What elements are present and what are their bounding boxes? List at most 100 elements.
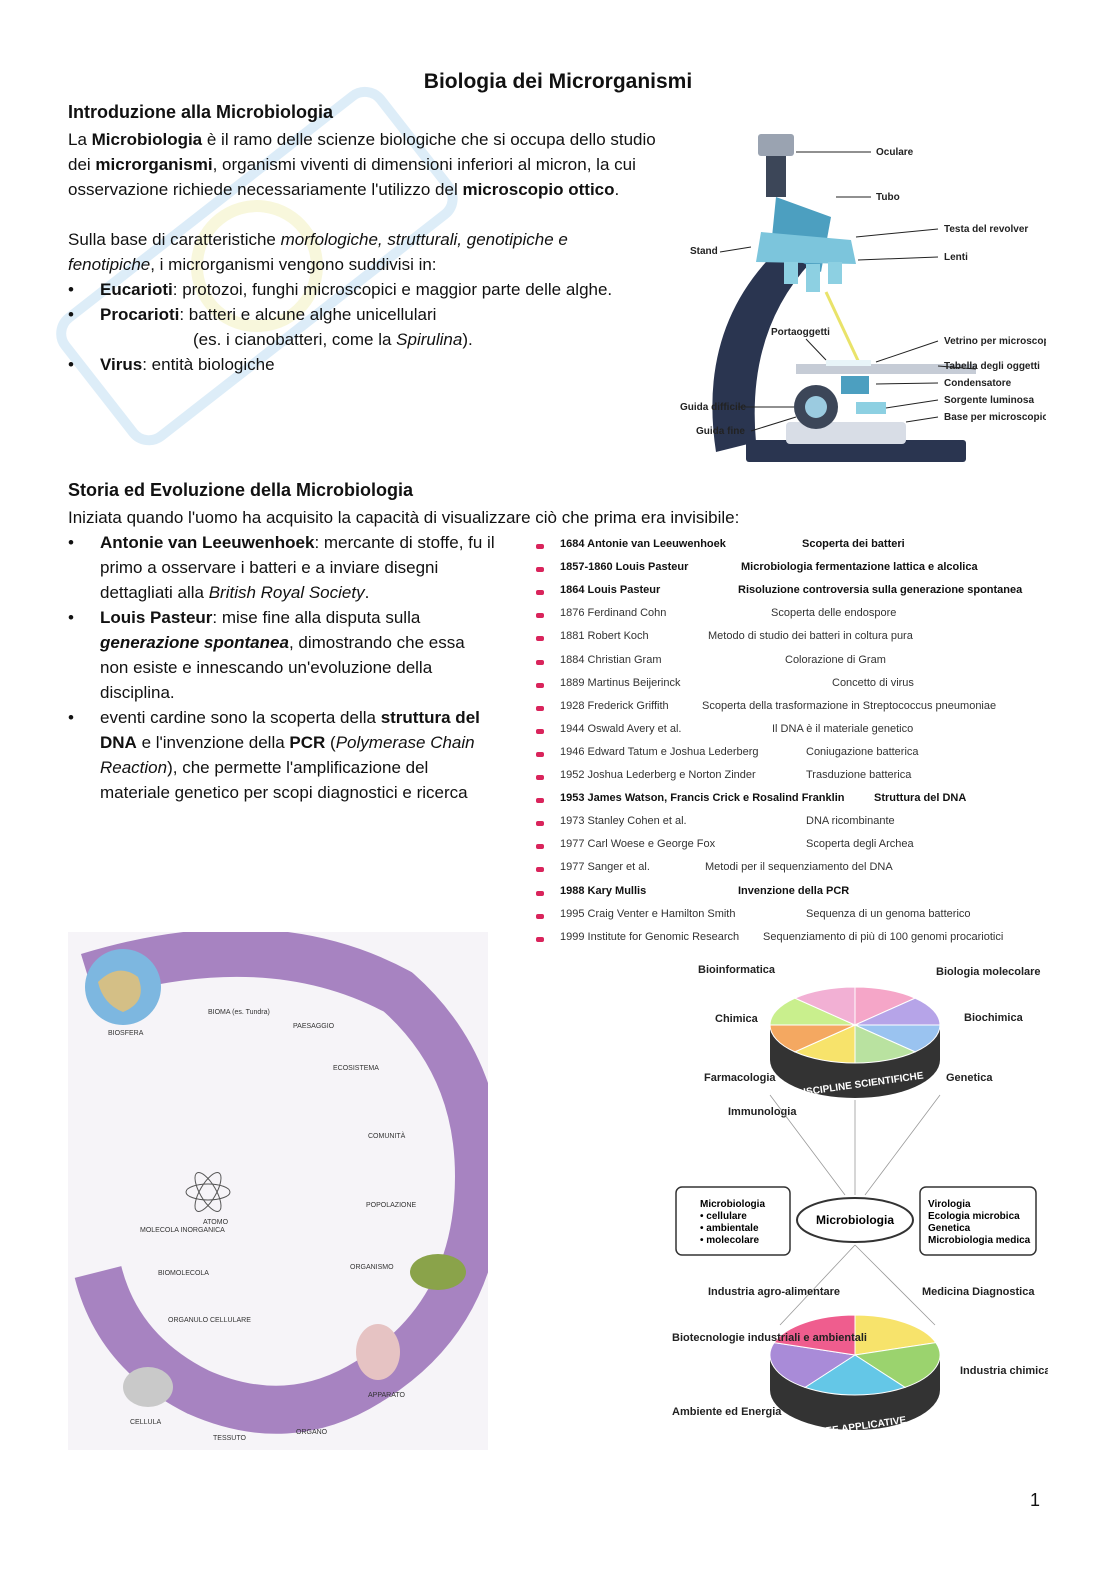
left-box-line: Microbiologia xyxy=(700,1199,765,1210)
frog-icon xyxy=(410,1254,466,1290)
timeline-who: 1977 Sanger et al. xyxy=(560,861,650,874)
history-list: Antonie van Leeuwenhoek: mercante di sto… xyxy=(66,530,496,805)
level-organulo: ORGANULO CELLULARE xyxy=(168,1317,251,1324)
timeline-who: 1999 Institute for Genomic Research xyxy=(560,930,740,943)
label-oculare: Oculare xyxy=(876,147,914,158)
top-pie xyxy=(769,986,941,1098)
bullet-icon xyxy=(536,613,544,619)
timeline-what: Coniugazione batterica xyxy=(806,745,919,758)
timeline-what: Il DNA è il materiale genetico xyxy=(772,722,914,735)
application-medicina: Medicina Diagnostica xyxy=(922,1286,1035,1298)
timeline-who: 1881 Robert Koch xyxy=(560,630,649,643)
microorganism-list: Eucarioti: protozoi, funghi microscopici… xyxy=(66,277,686,377)
level-paesaggio: PAESAGGIO xyxy=(293,1023,335,1030)
timeline-what: Risoluzione controversia sulla generazio… xyxy=(738,584,1023,597)
bullet-icon xyxy=(536,567,544,573)
right-box-line: Virologia xyxy=(928,1199,971,1210)
timeline-who: 1988 Kary Mullis xyxy=(560,884,647,897)
label-tubo: Tubo xyxy=(876,192,900,203)
label-sorgente: Sorgente luminosa xyxy=(944,395,1034,406)
cell-icon xyxy=(123,1367,173,1407)
level-molecola-inorganica: MOLECOLA INORGANICA xyxy=(140,1227,225,1234)
right-box xyxy=(919,1186,1037,1256)
timeline-what: Trasduzione batterica xyxy=(806,769,912,781)
bullet-icon xyxy=(536,728,544,734)
level-biomolecola: BIOMOLECOLA xyxy=(158,1270,209,1277)
timeline-who: 1952 Joshua Lederberg e Norton Zinder xyxy=(560,769,756,781)
label-guida-fine: Guida fine xyxy=(696,426,745,437)
timeline-what: Colorazione di Gram xyxy=(785,653,886,666)
bullet-icon xyxy=(536,590,544,596)
timeline-what: Scoperta degli Archea xyxy=(806,838,914,851)
timeline-what: Struttura del DNA xyxy=(874,792,967,805)
page-number: 1 xyxy=(1029,1490,1040,1510)
application-industria-chimica: Industria chimica xyxy=(960,1365,1048,1377)
bullet-icon xyxy=(536,705,544,711)
level-tessuto: TESSUTO xyxy=(213,1435,246,1442)
microscope-diagram: Oculare Tubo Testa del revolver Lenti St… xyxy=(680,134,1046,462)
pie-slice xyxy=(854,986,917,1026)
level-biosfera: BIOSFERA xyxy=(108,1030,144,1037)
timeline-who: 1928 Frederick Griffith xyxy=(560,699,669,712)
timeline-who: 1876 Ferdinand Cohn xyxy=(560,607,667,620)
lungs-icon xyxy=(356,1324,400,1380)
discipline-biologia-molecolare: Biologia molecolare xyxy=(936,966,1041,978)
pie-slice xyxy=(773,1314,856,1356)
level-comunita: COMUNITÀ xyxy=(368,1131,406,1140)
microbiologia-center-label: Microbiologia xyxy=(816,1213,894,1227)
history-intro: Iniziata quando l'uomo ha acquisito la c… xyxy=(68,508,740,527)
label-tabella: Tabella degli oggetti xyxy=(944,361,1040,372)
bullet-icon xyxy=(536,798,544,804)
atom-icon xyxy=(185,1172,231,1212)
label-vetrino: Vetrino per microscopio xyxy=(944,336,1046,347)
timeline-what: Scoperta della trasformazione in Strepto… xyxy=(702,699,997,712)
list-item: Antonie van Leeuwenhoek: mercante di sto… xyxy=(66,530,496,605)
list-item: Louis Pasteur: mise fine alla disputa su… xyxy=(66,605,496,705)
timeline-who: 1995 Craig Venter e Hamilton Smith xyxy=(560,907,736,920)
bullet-icon xyxy=(536,544,544,549)
discipline-chimica: Chimica xyxy=(715,1013,759,1025)
left-box-line: • cellulare xyxy=(700,1211,747,1222)
pie-slice xyxy=(803,1354,907,1396)
label-base: Base per microscopio xyxy=(944,412,1046,423)
right-box-line: Microbiologia medica xyxy=(928,1235,1031,1246)
microscope-illustration xyxy=(712,134,976,462)
right-box-line: Genetica xyxy=(928,1223,971,1234)
timeline-who: 1864 Louis Pasteur xyxy=(560,584,661,597)
bottom-pie xyxy=(769,1314,941,1430)
intro-paragraph-2: Sulla base di caratteristiche morfologic… xyxy=(68,230,568,274)
bullet-icon xyxy=(536,844,544,850)
disciplines-diagram: DISCIPLINE SCIENTIFICHE Bioinformatica B… xyxy=(672,964,1048,1439)
timeline-who: 1946 Edward Tatum e Joshua Lederberg xyxy=(560,745,759,758)
discipline-farmacologia: Farmacologia xyxy=(704,1072,776,1084)
application-ambiente-energia: Ambiente ed Energia xyxy=(672,1406,782,1418)
timeline-who: 1977 Carl Woese e George Fox xyxy=(560,838,716,851)
list-item: eventi cardine sono la scoperta della st… xyxy=(66,705,496,805)
level-cellula: CELLULA xyxy=(130,1419,161,1426)
list-item: Procarioti: batteri e alcune alghe unice… xyxy=(66,302,686,352)
left-box-line: • ambientale xyxy=(700,1223,759,1234)
timeline-what: Sequenziamento di più di 100 genomi proc… xyxy=(763,930,1004,943)
pie-slice xyxy=(853,1342,941,1388)
right-box-line: Ecologia microbica xyxy=(928,1211,1020,1222)
pie-slice xyxy=(854,1024,941,1053)
timeline-who: 1889 Martinus Beijerinck xyxy=(560,676,681,689)
timeline-who: 1944 Oswald Avery et al. xyxy=(560,722,682,735)
label-stand: Stand xyxy=(690,246,718,257)
intro-paragraph-1: La Microbiologia è il ramo delle scienze… xyxy=(68,130,656,199)
discipline-immunologia: Immunologia xyxy=(728,1106,797,1118)
pie-slice xyxy=(769,997,856,1026)
timeline-who: 1884 Christian Gram xyxy=(560,653,662,666)
timeline-who: 1684 Antonie van Leeuwenhoek xyxy=(560,538,726,550)
level-atomo: ATOMO xyxy=(203,1219,229,1226)
list-item: Eucarioti: protozoi, funghi microscopici… xyxy=(66,277,686,302)
bullet-icon xyxy=(536,890,544,896)
discipline-biochimica: Biochimica xyxy=(964,1012,1024,1024)
timeline-what: Scoperta delle endospore xyxy=(771,607,897,620)
label-guida-difficile: Guida difficile xyxy=(680,402,747,413)
timeline-what: Metodi per il sequenziamento del DNA xyxy=(705,861,893,874)
left-box xyxy=(675,1186,791,1256)
timeline-what: Metodo di studio dei batteri in coltura … xyxy=(708,630,913,643)
level-bioma: BIOMA (es. Tundra) xyxy=(208,1009,270,1016)
document-title: Biologia dei Microrganismi xyxy=(423,70,693,93)
